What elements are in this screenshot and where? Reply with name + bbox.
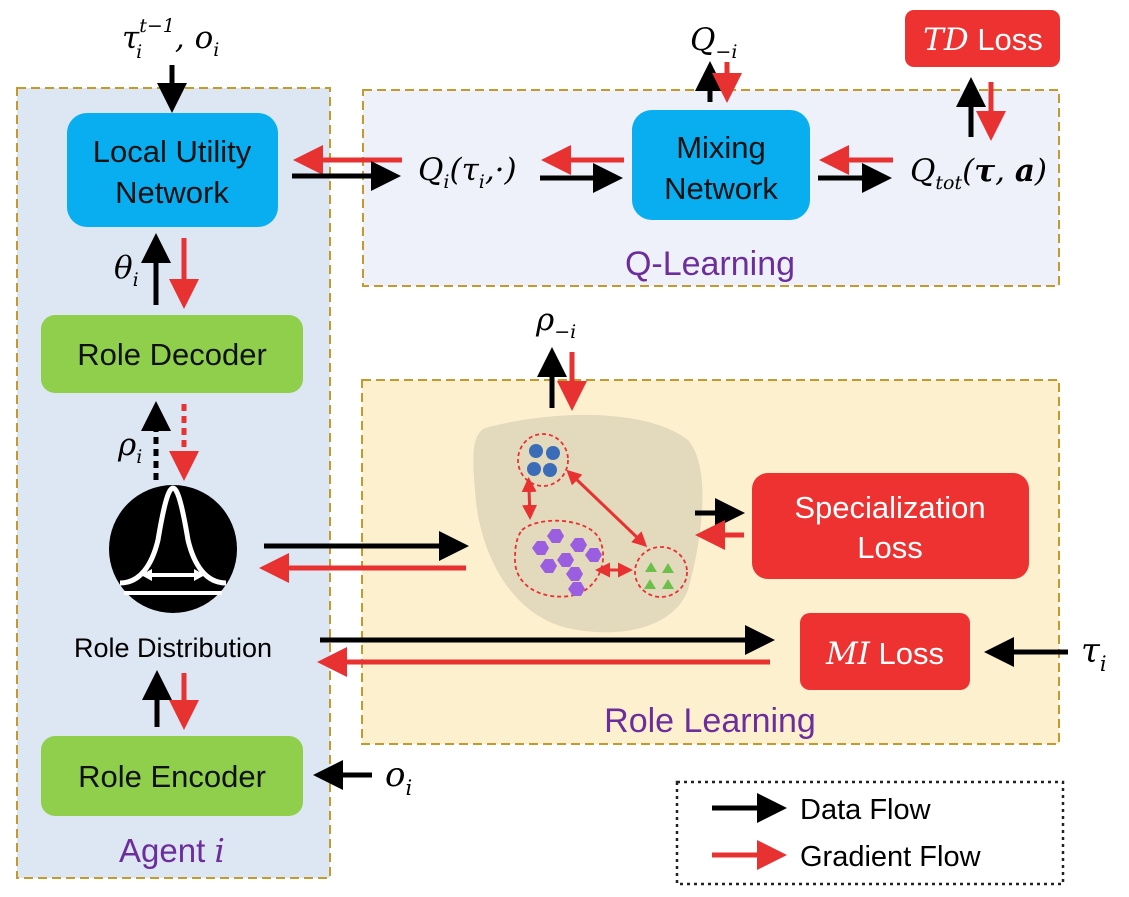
cluster-link-blue-green bbox=[566, 469, 648, 548]
td-loss-label: TD Loss bbox=[923, 22, 1043, 58]
o-i-encoder-symbol: oi bbox=[385, 755, 412, 800]
cluster-purple bbox=[514, 519, 605, 598]
local-utility-label-1: Local Utility bbox=[93, 134, 252, 169]
role-encoder-label: Role Encoder bbox=[78, 759, 266, 794]
qlearning-panel-label: Q-Learning bbox=[625, 245, 795, 283]
q-i-symbol: Qi(τi,·) bbox=[418, 152, 517, 193]
local-utility-label-2: Network bbox=[115, 175, 229, 210]
rho-minus-i-symbol: ρ−i bbox=[535, 302, 576, 343]
role-learning-panel-label: Role Learning bbox=[604, 702, 816, 740]
role-decoder-box bbox=[41, 315, 303, 393]
td-loss-box bbox=[905, 10, 1060, 67]
legend-data-flow-label: Data Flow bbox=[800, 794, 932, 826]
q-tot-symbol: Qtot(τ, a) bbox=[910, 153, 1047, 194]
specialization-loss-label-2: Loss bbox=[857, 530, 922, 565]
cluster-green bbox=[634, 546, 688, 598]
legend-box bbox=[675, 780, 1065, 886]
input-top-label: τit−1, oi bbox=[122, 15, 219, 63]
mixing-network-box bbox=[632, 110, 810, 220]
local-utility-network-box bbox=[67, 113, 278, 227]
mixing-network-label-2: Network bbox=[664, 171, 778, 206]
mi-loss-box bbox=[800, 613, 970, 690]
mi-loss-label: MI Loss bbox=[825, 636, 944, 672]
theta-i-symbol: θi bbox=[114, 250, 139, 291]
gaussian-distribution-icon bbox=[109, 485, 237, 613]
specialization-loss-label-1: Specialization bbox=[794, 490, 985, 525]
rho-i-symbol: ρi bbox=[117, 427, 142, 468]
role-encoder-box bbox=[41, 736, 303, 816]
role-distribution-label: Role Distribution bbox=[74, 633, 272, 663]
specialization-loss-box bbox=[752, 473, 1029, 579]
cluster-blue bbox=[517, 433, 569, 487]
legend-gradient-flow-label: Gradient Flow bbox=[800, 841, 982, 873]
tau-i-mi-symbol: τi bbox=[1081, 631, 1107, 676]
agent-panel-label: Agent i bbox=[119, 831, 225, 870]
mixing-network-label-1: Mixing bbox=[676, 130, 766, 165]
q-minus-i-symbol: Q−i bbox=[690, 22, 737, 63]
role-decoder-label: Role Decoder bbox=[77, 337, 267, 372]
cluster-link-blue-purple bbox=[521, 477, 538, 520]
